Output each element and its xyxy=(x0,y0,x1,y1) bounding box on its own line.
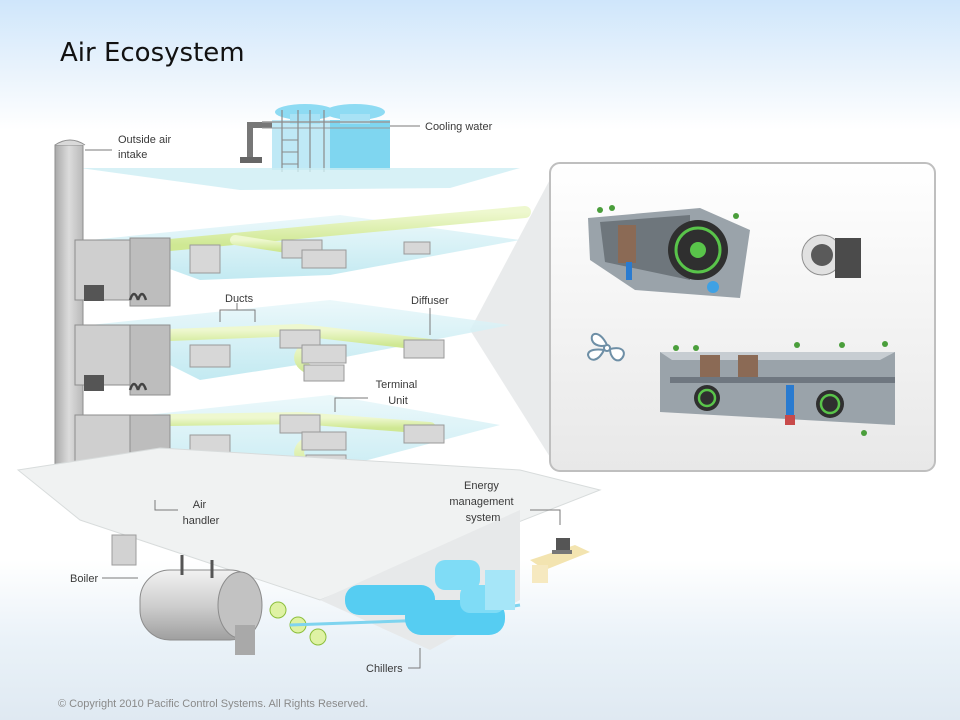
ground-slab xyxy=(16,447,602,601)
page-title: Air Ecosystem xyxy=(60,38,245,68)
diffuser-label: Diffuser xyxy=(411,295,449,307)
ducts-label: Ducts xyxy=(225,293,254,305)
centrifugal-fan xyxy=(801,234,861,278)
boiler xyxy=(111,534,263,655)
roof-plane xyxy=(80,168,520,190)
outside-air-intake-label: Outside air intake xyxy=(118,134,174,161)
energy-management-label: Energy management system xyxy=(449,480,516,524)
leader-lines xyxy=(85,125,561,669)
cooling-tower xyxy=(240,104,390,172)
chillers-label: Chillers xyxy=(366,663,403,675)
boiler-label: Boiler xyxy=(70,573,98,585)
chillers xyxy=(289,560,521,635)
dual-fan-air-handler xyxy=(660,341,895,436)
fan-blade-icon xyxy=(586,332,625,362)
equipment-zoom-panel xyxy=(549,162,936,472)
air-handler-label: Air handler xyxy=(183,499,220,527)
copyright-footer: © Copyright 2010 Pacific Control Systems… xyxy=(58,698,369,710)
air-handling-unit xyxy=(588,205,750,298)
energy-management-desk xyxy=(530,538,590,583)
zoom-cone xyxy=(470,170,555,465)
terminal-unit-label: Terminal Unit xyxy=(376,379,421,407)
cooling-water-label: Cooling water xyxy=(425,121,493,133)
